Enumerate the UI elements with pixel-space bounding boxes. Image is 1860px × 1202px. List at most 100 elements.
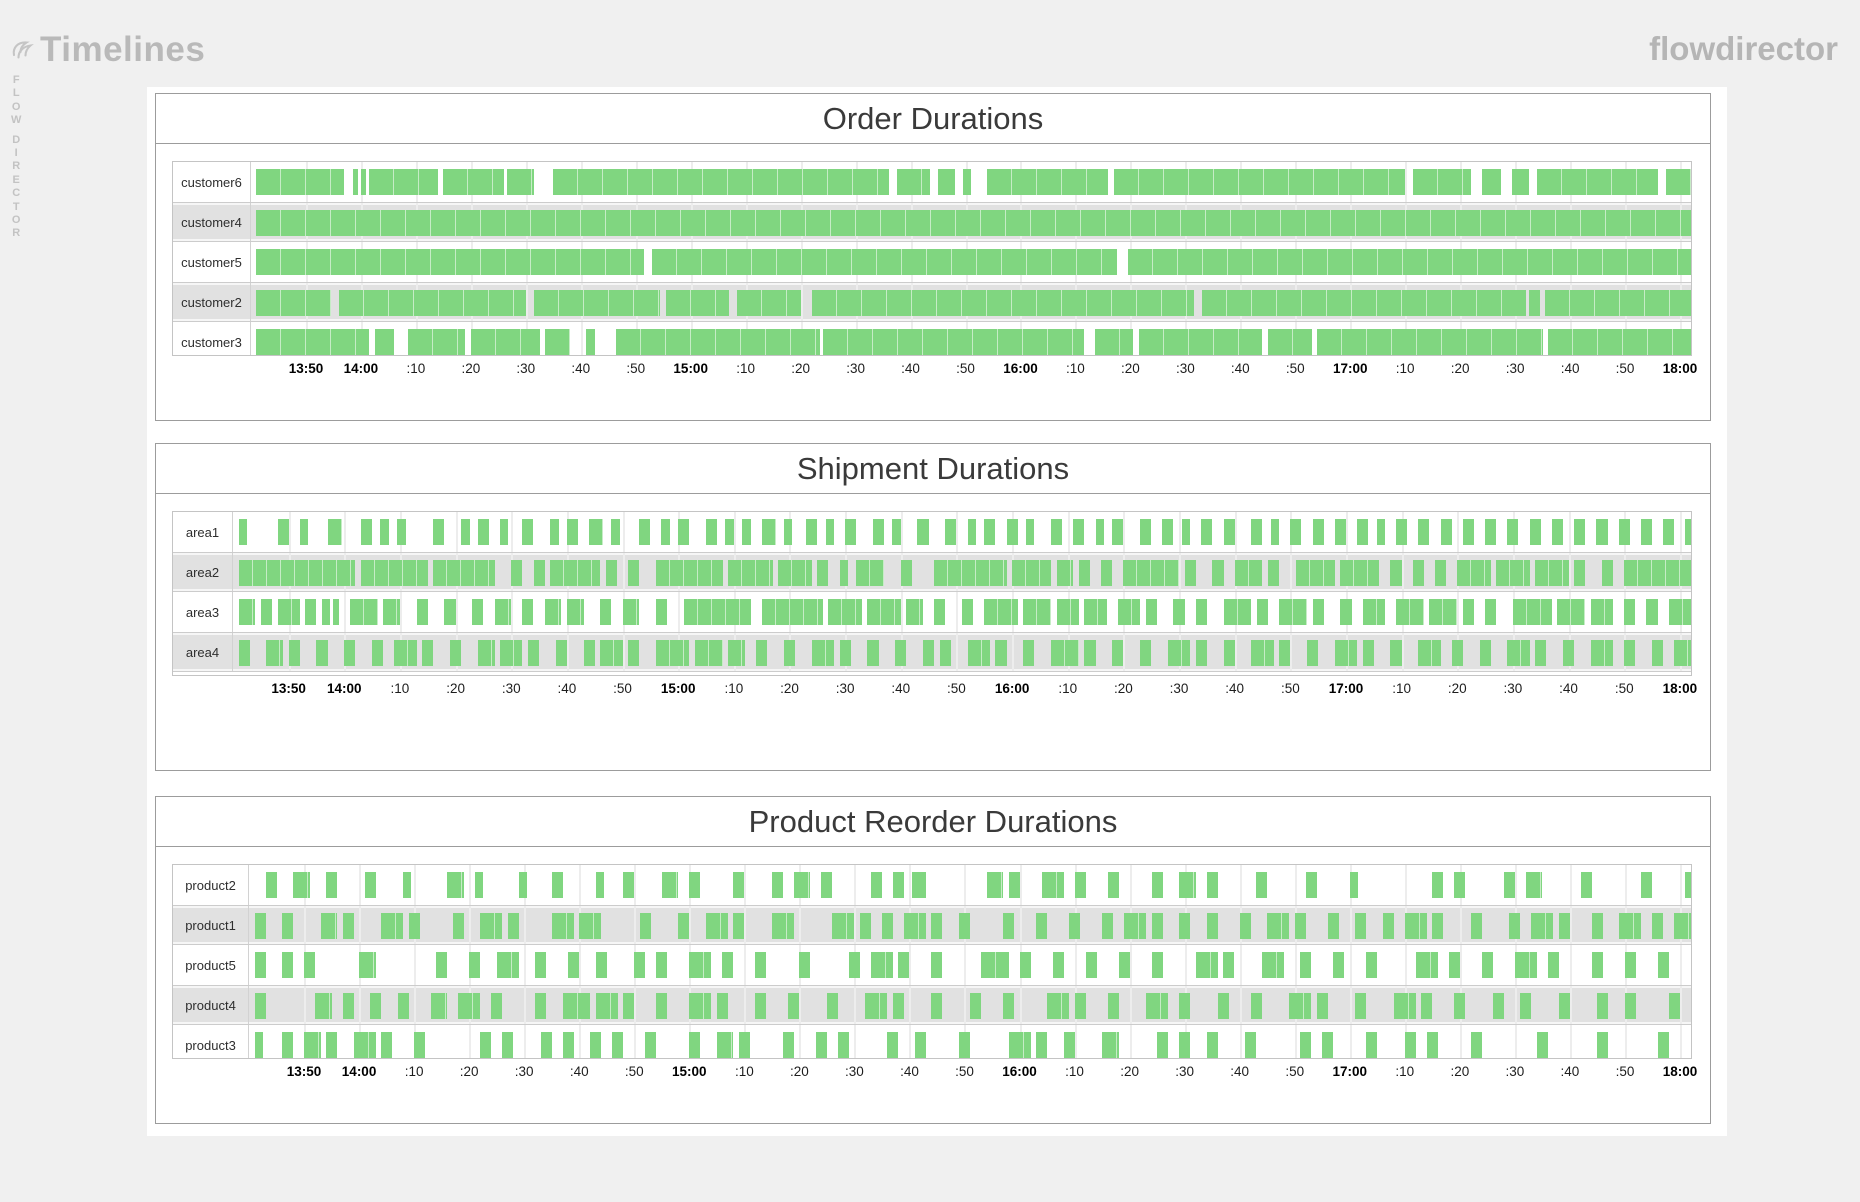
duration-bar[interactable] [1300, 1032, 1312, 1058]
duration-bar[interactable] [895, 640, 907, 666]
duration-bar[interactable] [755, 952, 767, 978]
duration-bar[interactable] [962, 599, 974, 625]
duration-bar[interactable] [917, 519, 929, 545]
duration-bar[interactable] [1548, 329, 1691, 355]
duration-bar[interactable] [522, 599, 534, 625]
duration-bar[interactable] [896, 169, 930, 195]
duration-bar[interactable] [984, 519, 996, 545]
duration-bar[interactable] [1574, 519, 1586, 545]
duration-bar[interactable] [360, 169, 367, 195]
duration-bar[interactable] [433, 560, 495, 586]
duration-bar[interactable] [1261, 952, 1284, 978]
duration-bar[interactable] [254, 993, 266, 1019]
duration-bar[interactable] [256, 249, 644, 275]
duration-bar[interactable] [1404, 1032, 1416, 1058]
duration-bar[interactable] [299, 519, 309, 545]
duration-bar[interactable] [1223, 599, 1252, 625]
duration-bar[interactable] [828, 599, 862, 625]
duration-bar[interactable] [1481, 952, 1493, 978]
duration-bar[interactable] [678, 519, 690, 545]
duration-bar[interactable] [1520, 993, 1532, 1019]
duration-bar[interactable] [1217, 993, 1229, 1019]
duration-bar[interactable] [1051, 519, 1063, 545]
duration-bar[interactable] [1270, 519, 1280, 545]
duration-bar[interactable] [1234, 560, 1263, 586]
duration-bar[interactable] [1195, 952, 1218, 978]
duration-bar[interactable] [655, 640, 690, 666]
duration-bar[interactable] [1056, 599, 1079, 625]
duration-bar[interactable] [579, 913, 602, 939]
duration-bar[interactable] [595, 993, 618, 1019]
duration-bar[interactable] [1003, 913, 1015, 939]
duration-bar[interactable] [369, 169, 438, 195]
duration-bar[interactable] [1107, 872, 1119, 898]
duration-bar[interactable] [1312, 519, 1324, 545]
duration-bar[interactable] [970, 993, 981, 1019]
duration-bar[interactable] [254, 1032, 263, 1058]
duration-bar[interactable] [550, 519, 559, 545]
duration-bar[interactable] [586, 329, 595, 355]
duration-bar[interactable] [639, 913, 651, 939]
duration-bar[interactable] [611, 519, 620, 545]
duration-bar[interactable] [1470, 1032, 1482, 1058]
duration-bar[interactable] [1140, 519, 1152, 545]
duration-bar[interactable] [1641, 872, 1653, 898]
duration-bar[interactable] [1362, 599, 1385, 625]
duration-bar[interactable] [583, 640, 595, 666]
duration-bar[interactable] [1525, 872, 1543, 898]
duration-bar[interactable] [1085, 952, 1097, 978]
duration-bar[interactable] [447, 872, 464, 898]
duration-bar[interactable] [1041, 872, 1064, 898]
duration-bar[interactable] [277, 599, 300, 625]
duration-bar[interactable] [938, 169, 955, 195]
duration-bar[interactable] [364, 872, 376, 898]
duration-bar[interactable] [534, 290, 661, 316]
duration-bar[interactable] [304, 1032, 321, 1058]
duration-bar[interactable] [491, 993, 503, 1019]
duration-bar[interactable] [1279, 599, 1307, 625]
duration-bar[interactable] [822, 329, 1084, 355]
duration-bar[interactable] [1528, 290, 1540, 316]
duration-bar[interactable] [761, 519, 776, 545]
duration-bar[interactable] [1056, 560, 1074, 586]
duration-bar[interactable] [1102, 1032, 1119, 1058]
duration-bar[interactable] [1012, 560, 1052, 586]
duration-bar[interactable] [716, 993, 728, 1019]
duration-bar[interactable] [1418, 519, 1430, 545]
duration-bar[interactable] [742, 519, 751, 545]
duration-bar[interactable] [1051, 640, 1079, 666]
duration-bar[interactable] [622, 599, 640, 625]
duration-bar[interactable] [1201, 519, 1213, 545]
duration-bar[interactable] [1457, 560, 1491, 586]
duration-bar[interactable] [788, 993, 800, 1019]
duration-bar[interactable] [1223, 952, 1235, 978]
duration-bar[interactable] [360, 560, 428, 586]
duration-bar[interactable] [1250, 993, 1262, 1019]
duration-bar[interactable] [1333, 952, 1345, 978]
duration-bar[interactable] [634, 952, 646, 978]
duration-bar[interactable] [892, 993, 904, 1019]
duration-bar[interactable] [1334, 640, 1358, 666]
duration-bar[interactable] [545, 329, 570, 355]
duration-bar[interactable] [397, 993, 409, 1019]
duration-bar[interactable] [304, 952, 316, 978]
duration-bar[interactable] [535, 993, 547, 1019]
duration-bar[interactable] [260, 599, 272, 625]
duration-bar[interactable] [360, 519, 373, 545]
duration-bar[interactable] [1251, 640, 1274, 666]
duration-bar[interactable] [1512, 169, 1529, 195]
duration-bar[interactable] [1181, 519, 1191, 545]
duration-bar[interactable] [288, 640, 300, 666]
duration-bar[interactable] [1685, 519, 1691, 545]
duration-bar[interactable] [872, 519, 885, 545]
duration-bar[interactable] [931, 913, 943, 939]
duration-bar[interactable] [342, 993, 354, 1019]
duration-bar[interactable] [265, 872, 277, 898]
duration-bar[interactable] [1317, 329, 1543, 355]
duration-bar[interactable] [372, 640, 384, 666]
duration-bar[interactable] [1448, 952, 1460, 978]
duration-bar[interactable] [326, 1032, 338, 1058]
duration-bar[interactable] [1390, 640, 1402, 666]
duration-bar[interactable] [562, 993, 591, 1019]
duration-bar[interactable] [342, 913, 354, 939]
